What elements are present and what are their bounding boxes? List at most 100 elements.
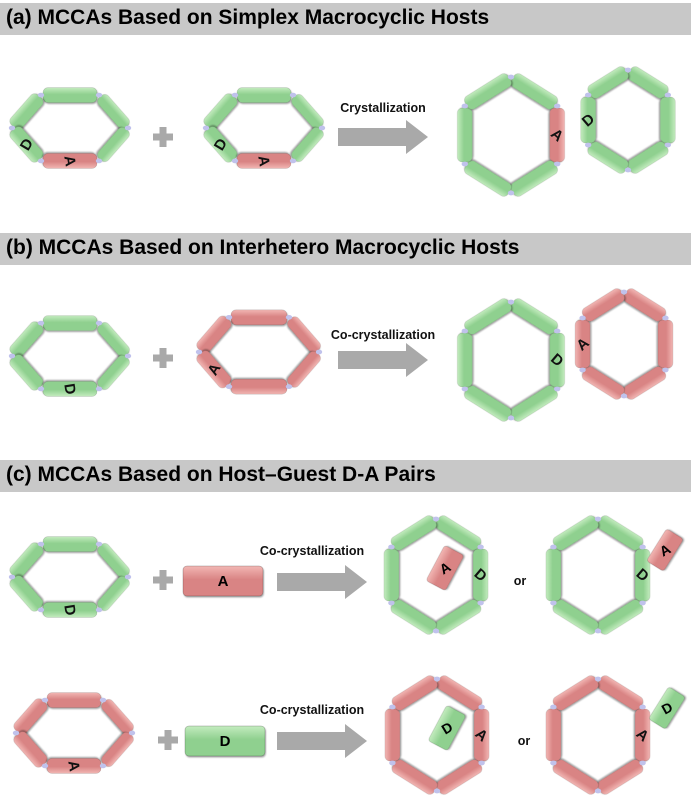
- unit-letter-a: A: [254, 154, 273, 168]
- b-crystal-ring-green-joint-4: [461, 386, 468, 392]
- c2-product-ring-outside-joint-3: [594, 788, 602, 794]
- b-host-ring-green-bar-0: [9, 321, 44, 358]
- c2-guest-inside: D: [428, 705, 466, 751]
- a-host-ring-1-joint-1: [37, 92, 45, 98]
- c1-host-ring-joint-2: [95, 541, 103, 547]
- c1-host-ring-bar-1: [42, 536, 98, 552]
- c2-host-ring-joint-5: [41, 763, 49, 769]
- b-crystal-ring-green: D: [456, 298, 567, 422]
- a-crystal-ring-1-joint-2: [554, 161, 561, 167]
- c1-host-ring-joint-1: [37, 541, 45, 547]
- b-host-ring-green-bar-3: [97, 354, 130, 390]
- c1-host-ring: D: [8, 536, 132, 618]
- c2-host-ring-bar-4: A: [46, 758, 102, 774]
- c1-product-ring-inside-bar-2: [435, 599, 482, 635]
- a-crystal-ring-2-joint-2: [664, 142, 672, 148]
- c2-host-ring-joint-1: [41, 697, 49, 703]
- a-crystal-ring-2-joint-4: [584, 142, 592, 148]
- plus-icon: [153, 348, 173, 368]
- c2-product-ring-inside-joint-0: [433, 676, 441, 682]
- b-crystal-ring-pink-joint-4: [579, 367, 586, 373]
- a-crystal-ring-2-joint-1: [664, 92, 672, 98]
- c1-product-ring-inside-joint-5: [388, 544, 395, 550]
- c1-product-ring-outside-joint-3: [594, 628, 602, 634]
- c1-host-ring-bar-2: [97, 543, 130, 579]
- b-host-ring-pink-joint-3: [315, 349, 323, 355]
- c2-host-ring-bar-2: [101, 699, 134, 735]
- c1-product-ring-inside-joint-2: [477, 600, 484, 606]
- b-crystal-ring-green-bar-4: [456, 332, 473, 388]
- b-host-ring-green-joint-3: [124, 353, 132, 359]
- a-host-ring-1-bar-4: A: [42, 153, 98, 169]
- c2-product-ring-outside: A: [545, 675, 652, 795]
- c1-product-ring-outside-bar-4: [545, 548, 562, 602]
- b-host-ring-green-joint-1: [37, 320, 45, 326]
- a-host-ring-1-bar-3: [97, 126, 130, 162]
- b-host-ring-pink-bar-3: [287, 351, 321, 388]
- a-crystal-ring-2-joint-5: [584, 92, 592, 98]
- section-b-title: (b) MCCAs Based on Interhetero Macrocycl…: [6, 236, 520, 259]
- a-host-ring-1-joint-2: [95, 92, 103, 98]
- c1-host-ring-joint-5: [37, 607, 45, 613]
- unit-letter-d: D: [60, 382, 79, 396]
- c1-product-ring-inside-joint-3: [432, 628, 440, 634]
- a-process-label: Crystallization: [340, 101, 425, 115]
- b-host-ring-green: D: [8, 315, 132, 397]
- c1-product-ring-inside-joint-4: [388, 600, 395, 606]
- b-host-ring-green-bar-2: [97, 322, 130, 358]
- c2-product-ring-inside-bar-0: [436, 675, 483, 711]
- b-crystal-ring-pink-joint-5: [579, 315, 586, 321]
- c2-product-ring-inside-joint-4: [389, 760, 396, 766]
- a-crystal-ring-1: A: [456, 73, 567, 197]
- a-crystal-ring-1-bar-0: [510, 73, 558, 110]
- a-host-ring-1-bar-1: [42, 87, 98, 103]
- c1-guest-outside: A: [647, 529, 683, 571]
- b-host-ring-green-bar-4: D: [42, 381, 98, 397]
- b-host-ring-pink-bar-4: [230, 378, 288, 395]
- b-host-ring-pink-bar-5: A: [196, 350, 232, 389]
- c1-product-ring-outside-bar-3: [552, 599, 599, 635]
- a-host-ring-2-joint-0: [202, 125, 210, 131]
- c1-arrow: [277, 565, 367, 599]
- a-host-ring-1-bar-5: D: [9, 126, 44, 163]
- unit-letter-d: D: [60, 603, 79, 617]
- c2-product-ring-outside-joint-0: [594, 676, 602, 682]
- a-crystal-ring-2-bar-0: [627, 66, 669, 99]
- a-host-ring-2-bar-2: [291, 94, 324, 130]
- a-host-ring-2-bar-3: [291, 126, 324, 162]
- c2-host-ring-bar-0: [13, 698, 48, 735]
- b-crystal-ring-pink: A: [573, 288, 674, 400]
- c2-or-label: or: [518, 734, 531, 748]
- b-host-ring-green-joint-2: [95, 320, 103, 326]
- b-crystal-ring-pink-bar-5: [581, 288, 625, 322]
- a-host-ring-2-bar-4: A: [236, 153, 292, 169]
- a-host-ring-2-joint-2: [289, 92, 297, 98]
- c1-product-ring-outside: D: [545, 515, 652, 635]
- a-crystal-ring-1-bar-1: A: [547, 107, 567, 163]
- c2-product-ring-outside-joint-4: [550, 760, 557, 766]
- a-crystal-ring-1-joint-4: [461, 161, 468, 167]
- a-host-ring-2-bar-5: D: [203, 126, 238, 163]
- c1-product-ring-inside: D: [383, 515, 490, 635]
- a-host-ring-1-bar-0: [9, 93, 44, 130]
- b-host-ring-pink-joint-2: [285, 314, 293, 320]
- c2-product-ring-inside: A: [384, 675, 491, 795]
- c2-product-ring-inside-joint-3: [433, 788, 441, 794]
- plus-icon: [158, 730, 178, 750]
- b-crystal-ring-pink-joint-0: [620, 289, 628, 295]
- c2-product-ring-inside-bar-3: [391, 759, 438, 795]
- c1-product-ring-inside-bar-3: [390, 599, 437, 635]
- c2-product-ring-outside-joint-2: [639, 760, 646, 766]
- a-host-ring-2-joint-1: [231, 92, 239, 98]
- b-crystal-ring-green-joint-3: [507, 415, 515, 421]
- a-host-ring-2-joint-5: [231, 158, 239, 164]
- b-host-ring-green-joint-5: [37, 386, 45, 392]
- a-host-ring-1-joint-4: [95, 158, 103, 164]
- c2-product-ring-inside-bar-1: A: [472, 708, 491, 762]
- c1-host-ring-bar-0: [9, 542, 44, 579]
- c2-guest-outside: D: [649, 687, 685, 729]
- c2-host-ring-joint-0: [12, 730, 20, 736]
- c1-product-ring-inside-bar-1: D: [471, 548, 490, 602]
- section-a-title: (a) MCCAs Based on Simplex Macrocyclic H…: [6, 6, 490, 29]
- a-host-ring-2-joint-3: [318, 125, 326, 131]
